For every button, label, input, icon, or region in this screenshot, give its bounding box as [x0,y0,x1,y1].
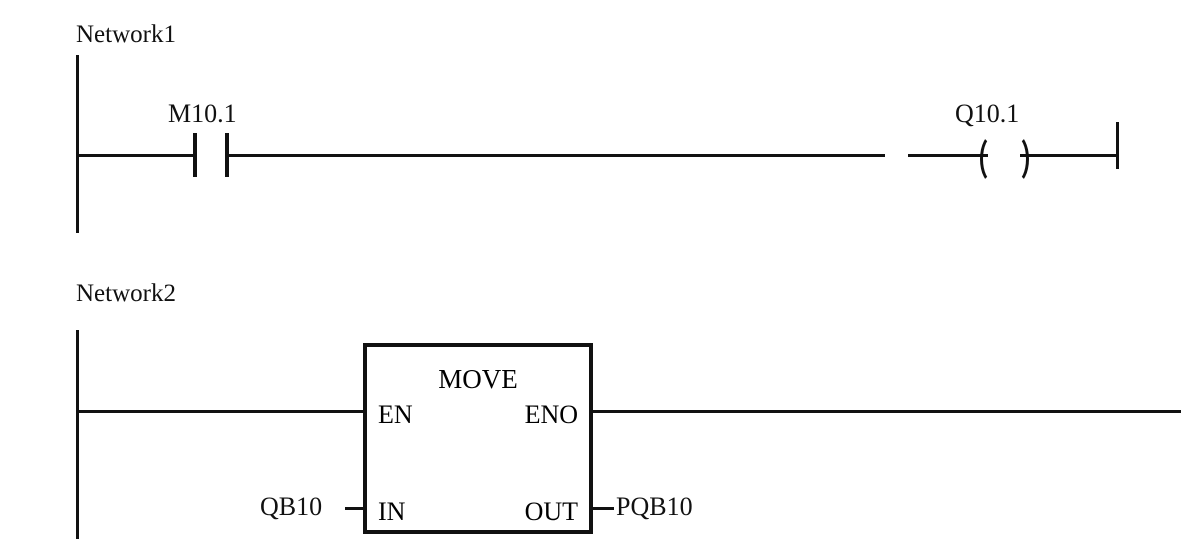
move-pin-out: OUT [524,497,578,526]
network-1-rung-segment-middle [229,154,885,157]
network-2-left-rail [76,330,79,539]
network-2-title: Network2 [76,280,176,307]
move-block-title: MOVE [438,364,518,394]
network-1-rung-segment-right [908,154,988,157]
network-2-in-wire [345,507,367,510]
network-1-right-rail [1116,122,1119,169]
contact-m10-1-bar-right [225,133,229,177]
move-pin-in: IN [378,497,406,526]
coil-q10-1-operand: Q10.1 [955,99,1020,128]
network-2-en-wire [76,410,365,413]
move-pin-en: EN [378,400,413,429]
network-1-left-rail [76,55,79,233]
network-1-rung-segment-left [76,154,194,157]
contact-m10-1-bar-left [193,133,197,177]
coil-q10-1-arc-left [980,134,1006,184]
network-1-title: Network1 [76,21,176,48]
network-2-eno-wire [592,410,1181,413]
network-2-out-wire [592,507,614,510]
move-in-operand[interactable]: QB10 [260,492,323,521]
move-pin-eno: ENO [524,400,578,429]
move-out-operand[interactable]: PQB10 [616,492,693,521]
move-block[interactable]: MOVE EN ENO IN OUT [363,343,593,534]
contact-m10-1-operand: M10.1 [168,99,237,128]
network-1-rung-segment-to-right-rail [1020,154,1119,157]
coil-q10-1-arc-right [1003,134,1029,184]
